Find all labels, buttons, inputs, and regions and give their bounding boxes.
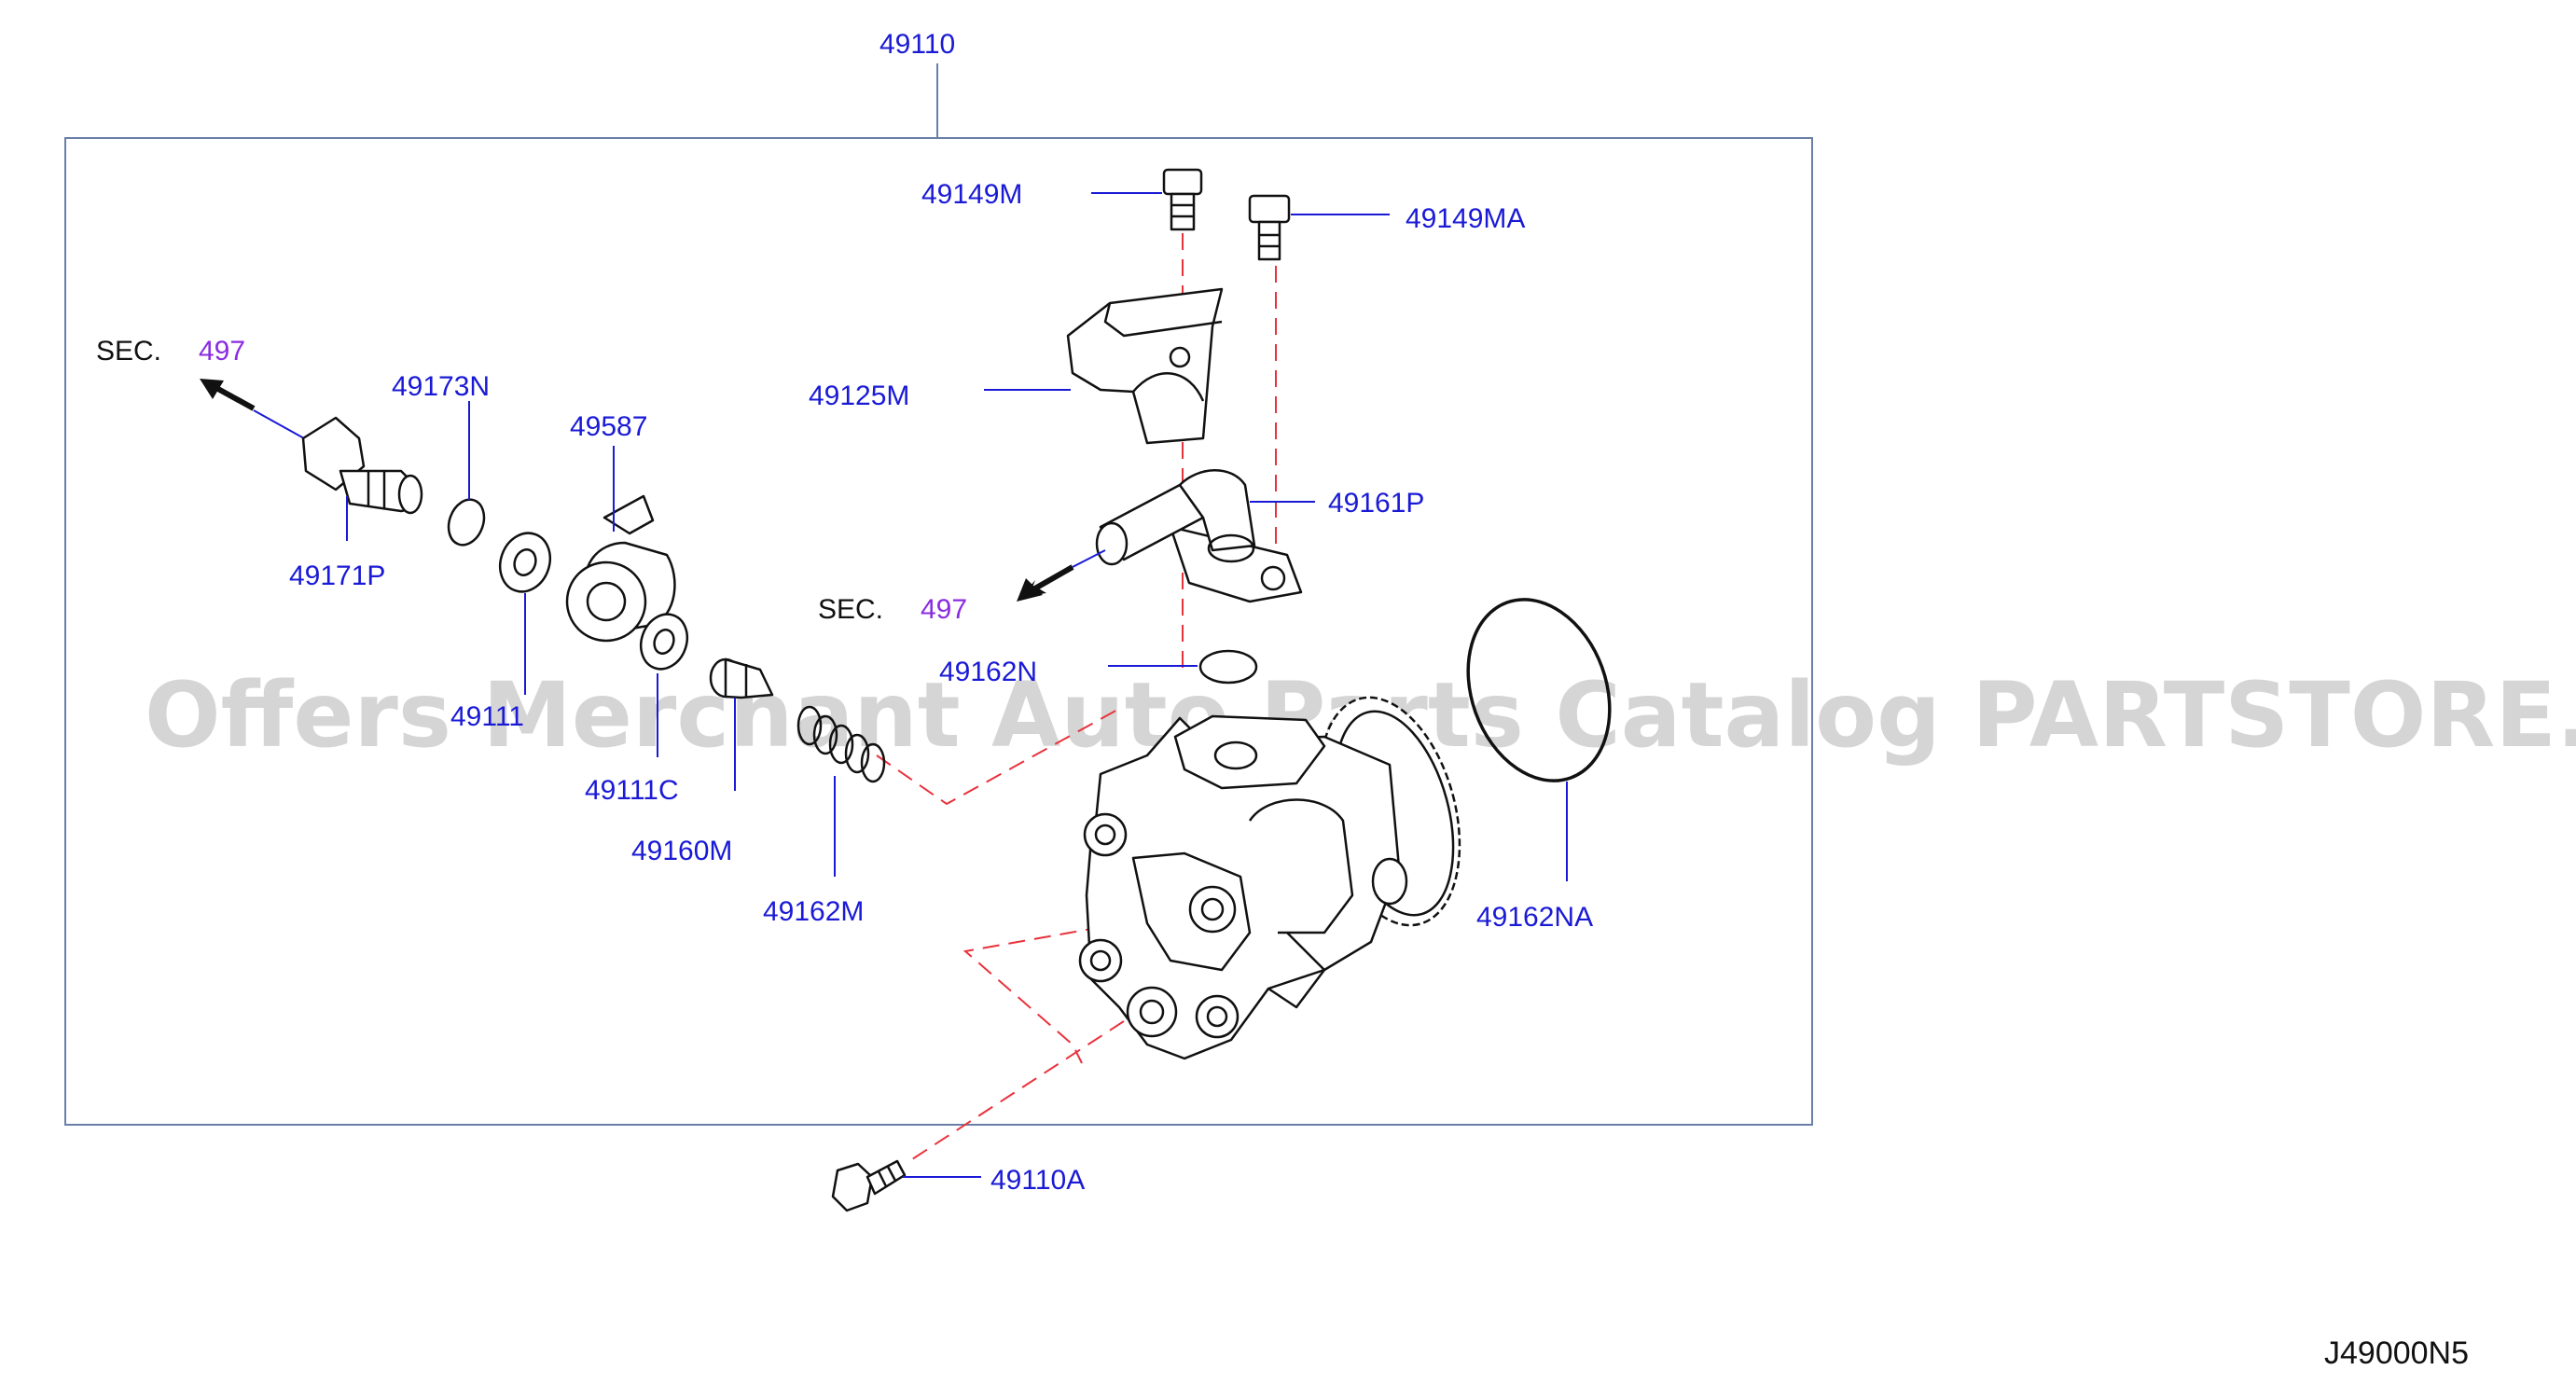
connector-49171p-icon[interactable] — [301, 416, 423, 515]
label-49161p[interactable]: 49161P — [1328, 488, 1424, 519]
assembly-frame — [64, 137, 1813, 1126]
label-49125m[interactable]: 49125M — [809, 381, 909, 411]
fitting-49161p-icon[interactable] — [1095, 469, 1303, 603]
diagram-code: J49000N5 — [2324, 1336, 2469, 1371]
bracket-49125m-icon[interactable] — [1066, 287, 1224, 445]
sec-prefix-right: SEC. — [818, 594, 883, 625]
label-49149ma[interactable]: 49149MA — [1406, 203, 1525, 234]
gasket-49162na-icon[interactable] — [1444, 579, 1634, 800]
spring-49162m-icon[interactable] — [796, 705, 886, 783]
valve-49160m-icon[interactable] — [709, 657, 774, 699]
label-49171p[interactable]: 49171P — [289, 561, 385, 591]
label-49173n[interactable]: 49173N — [392, 371, 490, 402]
bolt-49110a-icon[interactable] — [831, 1159, 907, 1212]
label-49162m[interactable]: 49162M — [763, 896, 864, 927]
label-49587[interactable]: 49587 — [570, 411, 647, 442]
pump-body-icon[interactable] — [1078, 682, 1483, 1060]
label-49162n[interactable]: 49162N — [939, 657, 1037, 687]
bolt-49149ma-icon[interactable] — [1248, 194, 1291, 261]
oring-49173n-icon[interactable] — [443, 494, 491, 549]
label-49111c[interactable]: 49111C — [585, 775, 679, 806]
label-49160m[interactable]: 49160M — [631, 836, 732, 866]
sec-ref-left[interactable]: 497 — [199, 336, 245, 367]
sec-ref-right[interactable]: 497 — [921, 594, 967, 625]
label-49162na[interactable]: 49162NA — [1476, 902, 1593, 933]
washer-49111c-icon[interactable] — [633, 608, 695, 676]
washer-49111-icon[interactable] — [492, 526, 559, 599]
label-49149m[interactable]: 49149M — [921, 179, 1022, 210]
frame-label[interactable]: 49110 — [879, 29, 955, 60]
label-49111[interactable]: 49111 — [450, 701, 524, 732]
sensor-49587-icon[interactable] — [565, 494, 676, 643]
sec-prefix-left: SEC. — [96, 336, 161, 367]
bolt-49149m-icon[interactable] — [1162, 168, 1203, 231]
oring-49162n-icon[interactable] — [1198, 649, 1258, 685]
label-49110a[interactable]: 49110A — [990, 1165, 1085, 1196]
